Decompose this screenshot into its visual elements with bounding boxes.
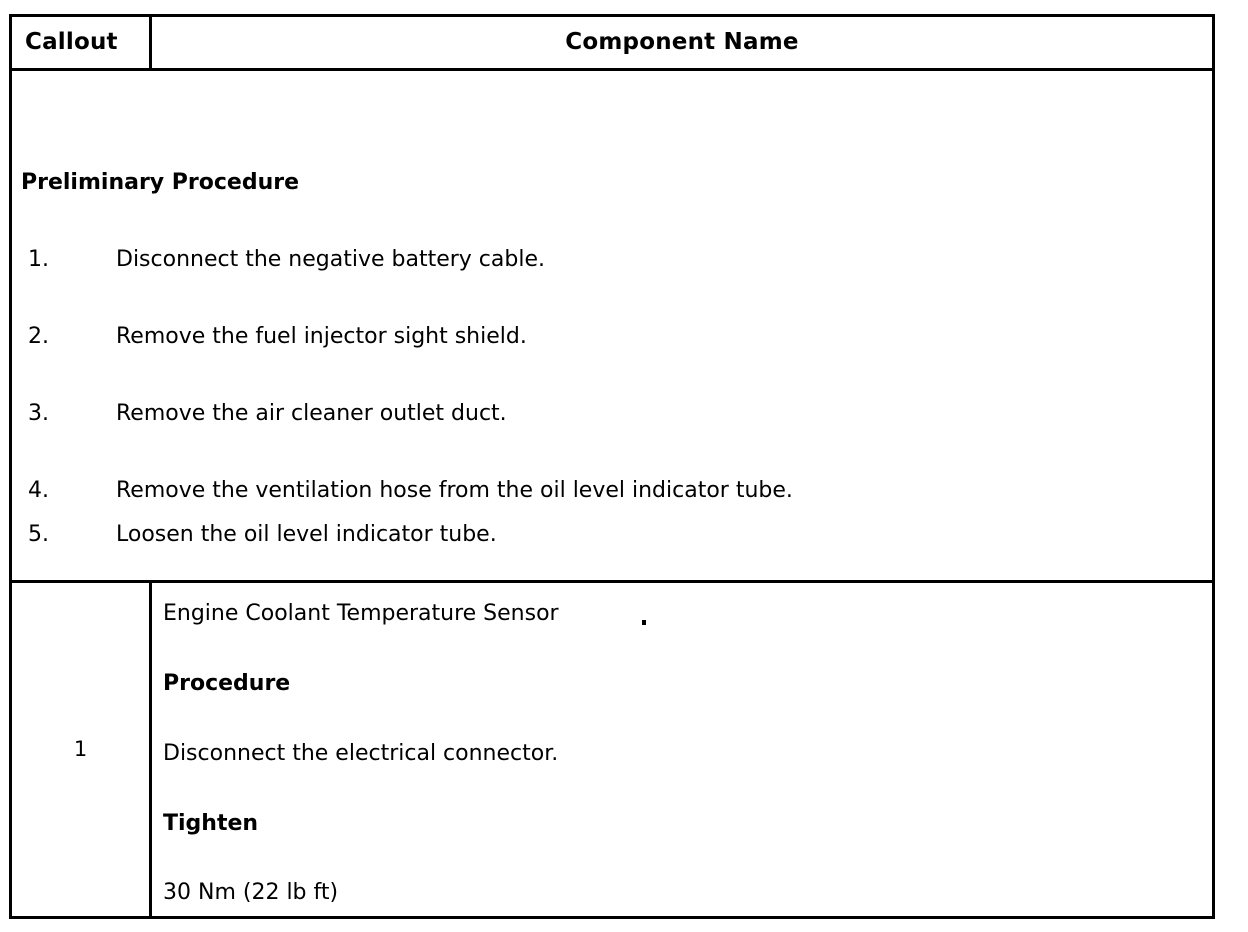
- step-number: 3.: [28, 401, 49, 426]
- callout-number: 1: [73, 737, 88, 761]
- procedure-step-text: Disconnect the electrical connector.: [163, 741, 559, 766]
- header-cell-component-name: Component Name: [152, 17, 1212, 68]
- preliminary-procedure-title: Preliminary Procedure: [21, 170, 300, 195]
- header-label-component-name: Component Name: [565, 29, 799, 55]
- header-label-callout: Callout: [25, 29, 118, 55]
- step-text: Disconnect the negative battery cable.: [116, 247, 545, 272]
- step-number: 4.: [28, 478, 49, 503]
- table-header-row: Callout Component Name: [12, 17, 1212, 71]
- preliminary-procedure-cell: Preliminary Procedure 1. Disconnect the …: [12, 71, 1212, 582]
- step-number: 2.: [28, 324, 49, 349]
- step-number: 5.: [28, 522, 49, 547]
- header-cell-callout: Callout: [12, 17, 152, 68]
- step-text: Loosen the oil level indicator tube.: [116, 522, 497, 547]
- preliminary-procedure-table: Callout Component Name Preliminary Proce…: [9, 14, 1215, 585]
- component-name-text: Engine Coolant Temperature Sensor: [163, 601, 559, 626]
- tighten-heading: Tighten: [163, 811, 259, 836]
- table-cell-callout: 1: [12, 583, 152, 916]
- table-cell-component-detail: Engine Coolant Temperature Sensor Proced…: [152, 583, 1212, 916]
- step-number: 1.: [28, 247, 49, 272]
- torque-specification: 30 Nm (22 lb ft): [163, 880, 339, 905]
- procedure-heading: Procedure: [163, 671, 291, 696]
- stray-dot-artifact: [642, 620, 646, 625]
- component-detail-table: 1 Engine Coolant Temperature Sensor Proc…: [9, 580, 1215, 919]
- step-text: Remove the air cleaner outlet duct.: [116, 401, 507, 426]
- step-text: Remove the fuel injector sight shield.: [116, 324, 527, 349]
- step-text: Remove the ventilation hose from the oil…: [116, 478, 793, 503]
